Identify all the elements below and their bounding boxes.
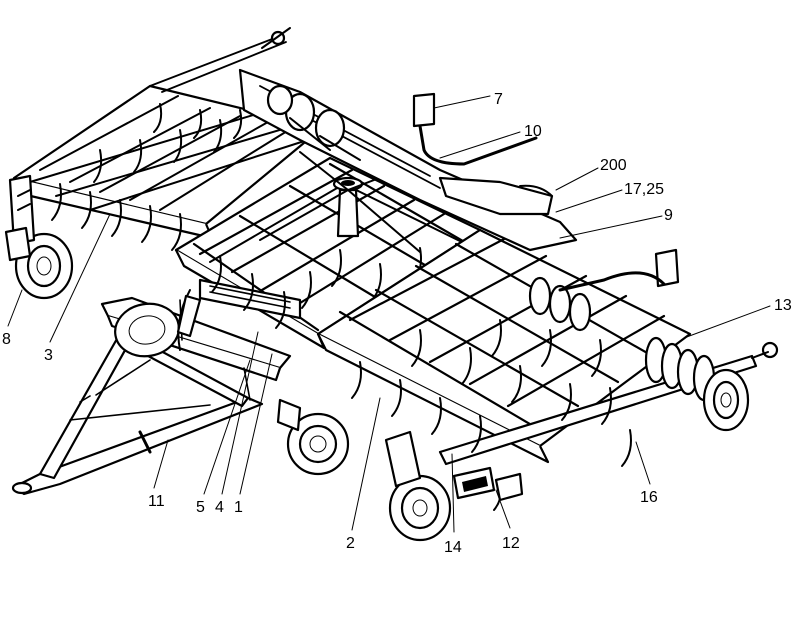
callout-5: 5 [196,499,205,516]
callout-8: 7 [494,91,503,108]
leader-3 [49,213,111,343]
leader-5 [203,359,251,495]
callout-16: 16 [640,489,658,506]
leader-200 [555,167,599,191]
leader-7 [7,289,23,327]
callout-2: 2 [346,535,355,552]
left-wing-frame [4,27,324,300]
leader-16 [635,441,651,485]
callout-12: 12 [502,535,520,552]
leader-11 [153,439,169,489]
callout-3: 3 [44,347,53,364]
front-gauge-wheels [114,302,350,476]
callout-14: 14 [444,539,462,556]
leader-10 [439,131,521,159]
leader-13 [683,305,771,339]
callout-17-25: 17,25 [624,181,664,198]
callout-labels: 7 10 200 17,25 9 13 8 3 11 5 4 1 2 14 12… [2,91,792,556]
leader-8 [433,95,491,109]
callout-200: 200 [600,157,627,174]
callout-9: 9 [664,207,673,224]
callout-10: 10 [524,123,542,140]
leader-4 [221,331,259,495]
leader-lines [7,95,771,533]
callout-7: 8 [2,331,11,348]
callout-13: 13 [774,297,792,314]
rear-center-assembly [238,68,592,332]
hoses-and-connectors [412,92,680,292]
callout-4: 4 [215,499,224,516]
leader-1 [239,353,273,495]
center-frame [174,151,482,351]
callout-11: 11 [148,493,165,510]
leader-2 [351,397,381,531]
leader-14 [451,453,455,533]
callout-1: 1 [234,499,243,516]
right-wing-frame [316,228,779,542]
leader-9 [559,215,663,239]
leader-17-25 [555,189,623,213]
leader-12 [495,489,511,529]
